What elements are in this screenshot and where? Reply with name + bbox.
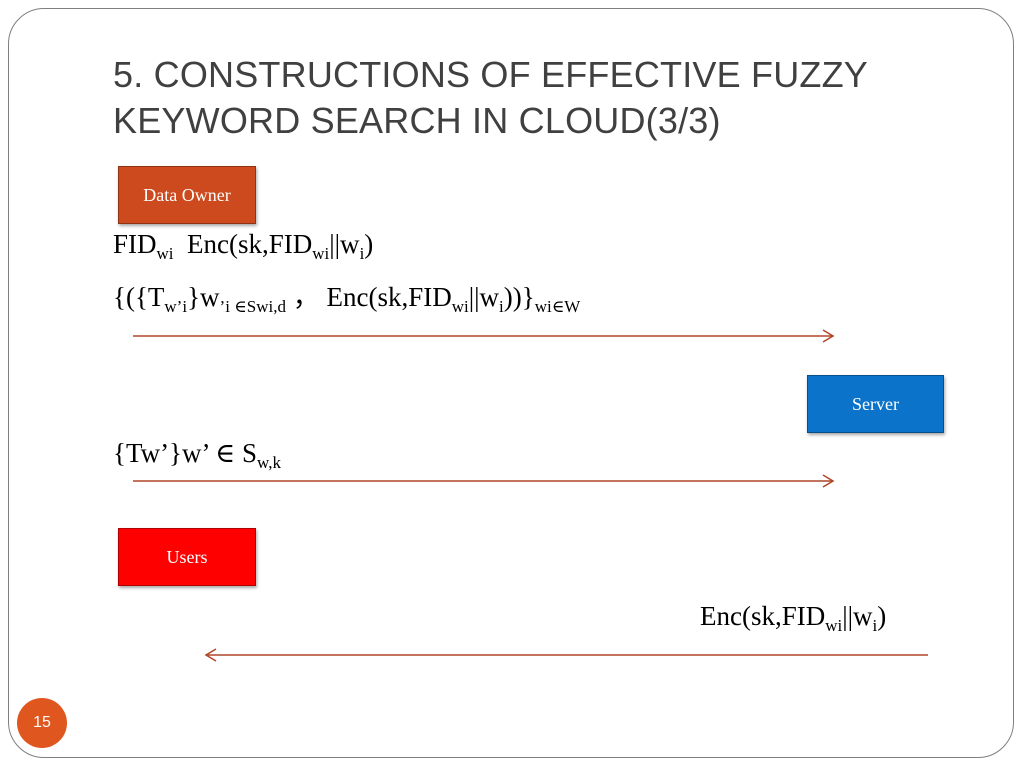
- slide-frame: [8, 8, 1014, 758]
- page-number: 15: [33, 714, 51, 731]
- users-label: Users: [166, 546, 208, 567]
- formula-trapdoor-query: {Tw’}w’ ∈ Sw,k: [113, 438, 281, 472]
- slide-title: 5. CONSTRUCTIONS OF EFFECTIVE FUZZY KEYW…: [113, 54, 868, 141]
- formula-enc-result: Enc(sk,FIDwi||wi): [700, 601, 887, 635]
- server-box: Server: [807, 375, 944, 433]
- users-box: Users: [118, 528, 256, 586]
- formula-trapdoor-set: {({Tw’i}w’i ∈Swi,d ， Enc(sk,FIDwi||wi))}…: [113, 282, 581, 316]
- page-number-badge: 15: [17, 698, 67, 748]
- data-owner-box: Data Owner: [118, 166, 256, 224]
- formula-fid-enc: FIDwi Enc(sk,FIDwi||wi): [113, 229, 374, 263]
- data-owner-label: Data Owner: [143, 184, 231, 205]
- server-label: Server: [852, 393, 899, 414]
